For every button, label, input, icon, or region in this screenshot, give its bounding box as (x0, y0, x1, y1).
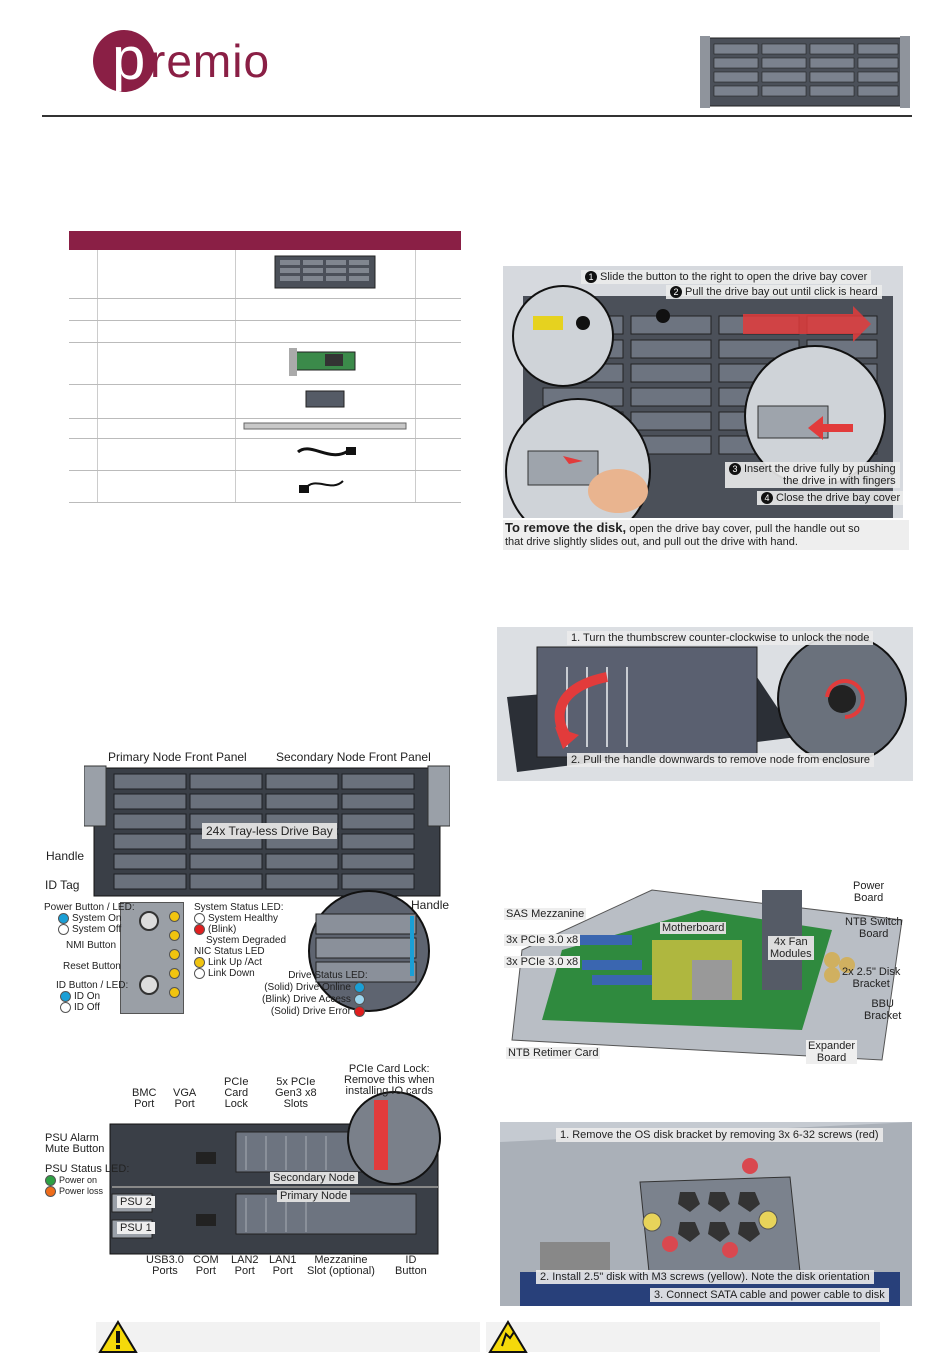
package-contents-table (69, 231, 461, 503)
table-row (69, 320, 461, 343)
handle-right-label: Handle (411, 898, 450, 912)
psu2-label: PSU 2 (117, 1196, 155, 1208)
pcie-slot1-label: 3x PCIe 3.0 x8 (504, 934, 581, 946)
front-panel-drawing (84, 765, 450, 897)
esd-caution-icon (488, 1320, 528, 1353)
warning-bar (96, 1322, 480, 1352)
bbu-image (305, 390, 345, 407)
logo-wordmark: remio (150, 35, 271, 87)
drive-bay-label: 24x Tray-less Drive Bay (202, 823, 337, 839)
node-step2: 2. Pull the handle downwards to remove n… (567, 753, 875, 767)
table-row (69, 384, 461, 419)
sas-mezzanine-label: SAS Mezzanine (504, 908, 587, 920)
ntb-retimer-label: NTB Retimer Card (506, 1047, 601, 1059)
remove-disk-note: To remove the disk, open the drive bay c… (503, 520, 909, 550)
table-row (69, 470, 461, 503)
os-step1: 1. Remove the OS disk bracket by removin… (556, 1128, 883, 1142)
id-button-icon[interactable] (139, 975, 159, 995)
esd-warning-bar (486, 1322, 880, 1352)
internal-layout-drawing (511, 889, 903, 1061)
secondary-node-label: Secondary Node Front Panel (276, 750, 431, 764)
os-disk-figure: 1. Remove the OS disk bracket by removin… (500, 1122, 912, 1306)
pcie-card-image (289, 347, 356, 376)
node-removal-figure: 1. Turn the thumbscrew counter-clockwise… (497, 627, 913, 781)
serial-cable-image (299, 479, 344, 493)
id-button-label: ID Button / LED: ID On ID Off (56, 980, 129, 1014)
table-row (69, 250, 461, 299)
led-column (169, 911, 183, 1006)
node-step1: 1. Turn the thumbscrew counter-clockwise… (567, 631, 874, 645)
power-button-label: Power Button / LED: System On System Off (44, 902, 135, 936)
reset-button-label: Reset Button (63, 961, 121, 972)
power-button-icon[interactable] (139, 911, 159, 931)
id-tag-label: ID Tag (45, 878, 80, 892)
warning-icon (98, 1320, 138, 1353)
secondary-node-rear-label: Secondary Node (270, 1172, 358, 1184)
table-row (69, 438, 461, 471)
psu-status-label: PSU Status LED: Power on Power loss (45, 1163, 130, 1198)
handle-left-label: Handle (46, 849, 85, 863)
table-row (69, 298, 461, 321)
primary-node-label: Primary Node Front Panel (108, 750, 247, 764)
os-step3: 3. Connect SATA cable and power cable to… (650, 1288, 889, 1302)
pcie-lock-magnifier (347, 1091, 441, 1185)
nmi-button-label: NMI Button (66, 940, 117, 951)
front-controls-strip (120, 902, 184, 1014)
header-rule (42, 115, 912, 117)
drive-status-label: Drive Status LED: (Solid) Drive Online (… (262, 970, 368, 1018)
logo-mark (93, 30, 155, 92)
rail-kit-image (243, 422, 407, 430)
system-status-label: System Status LED: System Healthy (Blink… (194, 902, 287, 980)
primary-node-rear-label: Primary Node (277, 1190, 351, 1202)
psu1-label: PSU 1 (117, 1222, 155, 1234)
logo-p-glyph: p (112, 25, 146, 92)
drive-status-magnifier (308, 890, 430, 1012)
table-header-row (69, 231, 461, 250)
power-cord-image (296, 446, 356, 456)
server-thumbnail (700, 36, 910, 108)
motherboard-label: Motherboard (660, 922, 727, 934)
table-row (69, 342, 461, 385)
table-row (69, 418, 461, 439)
os-step2: 2. Install 2.5" disk with M3 screws (yel… (536, 1270, 874, 1284)
pcie-slot2-label: 3x PCIe 3.0 x8 (504, 956, 581, 968)
chassis-image (274, 255, 376, 289)
